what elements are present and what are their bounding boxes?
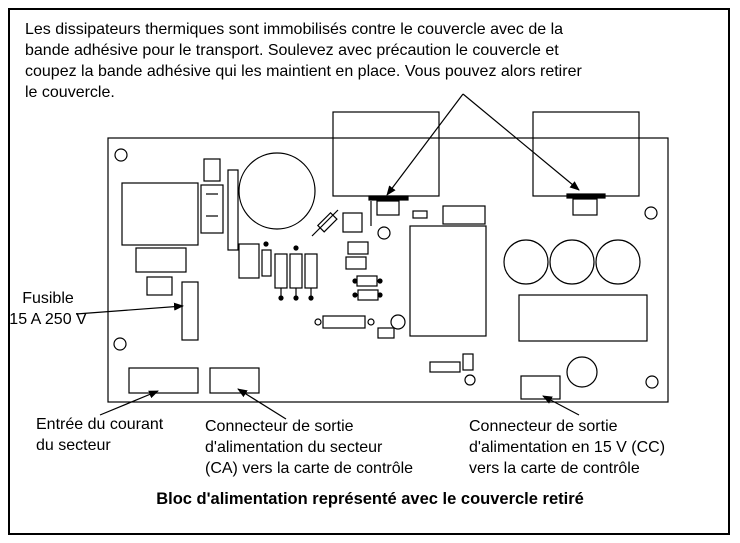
ac-connector-label: Connecteur de sortie d'alimentation du s… [205,418,414,477]
heat-sink-left [332,111,440,197]
transistor-left [376,200,400,216]
arrow-to-fuse [75,302,184,315]
mains-input-connector [128,367,199,394]
large-capacitor [238,152,316,230]
arrow-to-dc-connector [542,395,580,416]
arrow-to-ac-connector [237,388,287,420]
ac-output-connector [209,367,260,394]
circuit-board [107,137,669,403]
fuse [181,281,199,341]
mounting-hole [644,206,658,220]
tape-left [368,195,409,201]
instructions-text: Les dissipateurs thermiques sont immobil… [25,21,582,101]
figure-caption: Bloc d'alimentation représenté avec le c… [156,490,584,508]
transformer [121,182,199,246]
figure-frame [8,8,730,535]
dc-output-connector [520,375,561,400]
mounting-hole [114,148,128,162]
transistor-right [572,198,598,216]
heat-sink-right [532,111,640,197]
arrow-to-heat-sink-right [462,93,580,191]
fuse-label: Fusible 15 A 250 V [9,290,87,328]
arrow-to-mains-connector [99,390,159,416]
dc-connector-label: Connecteur de sortie d'alimentation en 1… [469,418,666,477]
tape-right [566,193,606,199]
arrow-to-heat-sink-left [386,93,464,196]
transformer-center [409,225,487,337]
mounting-hole [645,375,659,389]
mains-input-label: Entrée du courant du secteur [36,416,164,454]
mounting-hole [113,337,127,351]
